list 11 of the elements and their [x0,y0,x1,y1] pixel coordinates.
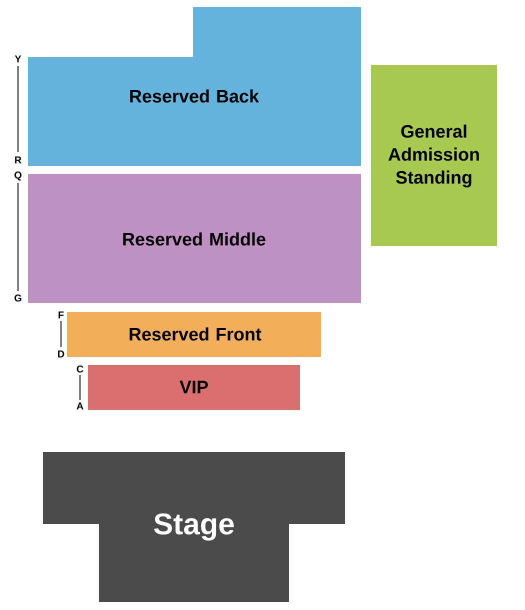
row-letter: F [58,312,64,318]
seating-section: General Admission Standing [371,65,497,246]
row-letter: C [76,365,84,373]
row-letter: R [15,156,22,164]
stage-area: Stage [43,452,345,602]
seating-section: Reserved Middle [28,174,361,303]
row-letter: D [58,350,64,358]
row-letter: Q [14,172,22,180]
seating-section: Reserved Back [28,7,361,166]
seating-section: VIP [88,365,300,410]
seating-section: Reserved Front [67,312,321,357]
